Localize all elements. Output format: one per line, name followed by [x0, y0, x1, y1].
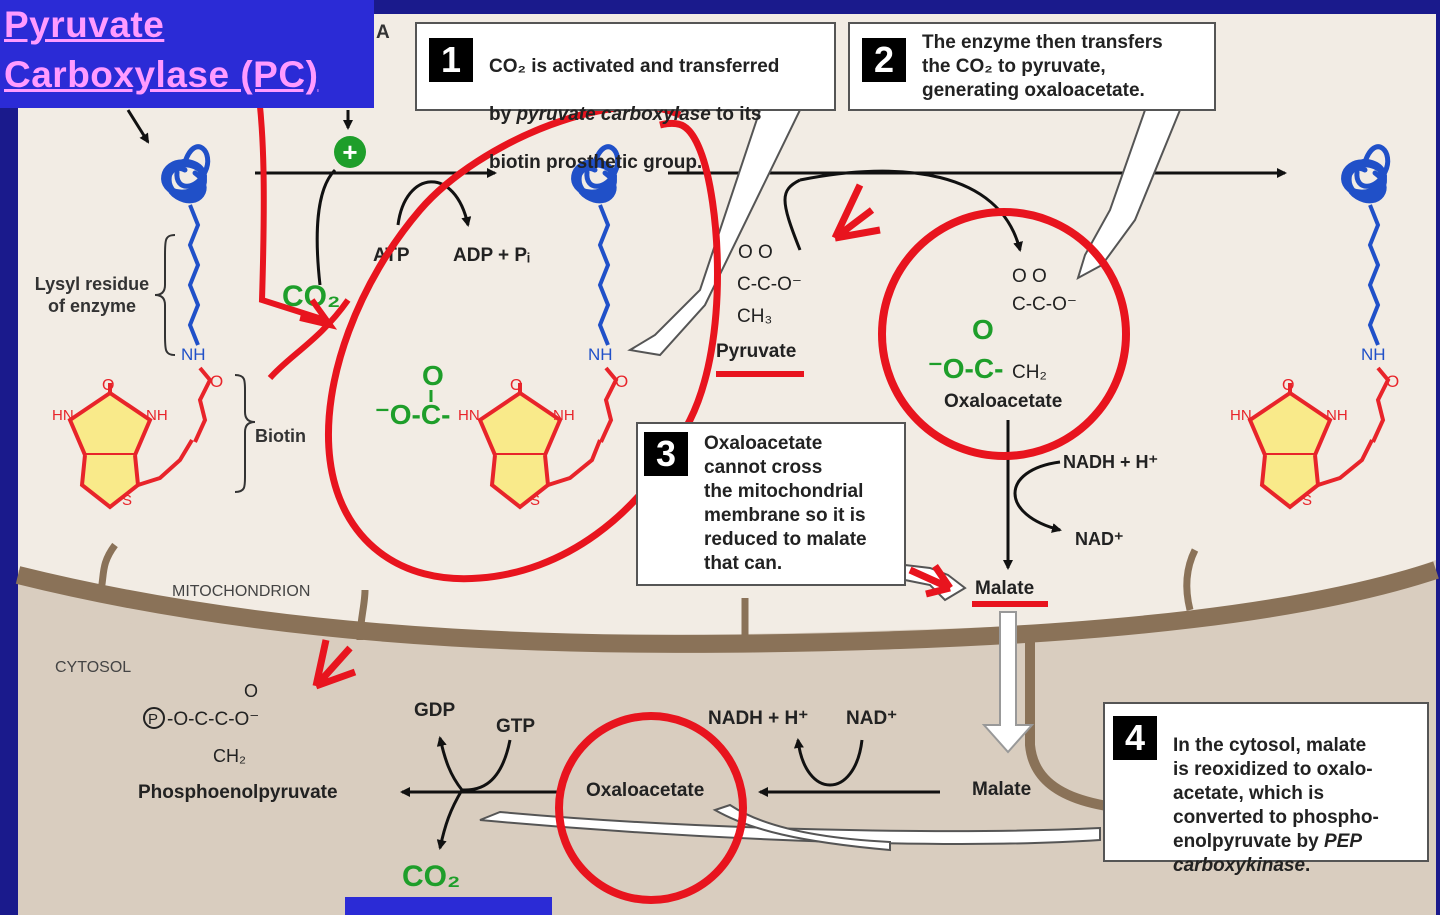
adp-label: ADP + Pᵢ	[453, 245, 530, 266]
mitochondrial-membrane	[15, 561, 1439, 653]
svg-text:O: O	[422, 360, 444, 391]
oxaloacetate-cyto-label: Oxaloacetate	[586, 780, 704, 801]
oxaloacetate-cyto-circle	[555, 712, 747, 904]
co2-bottom-label: CO₂	[402, 860, 460, 893]
crista	[356, 589, 369, 641]
step-3-callout: 3 Oxaloacetate cannot cross the mitochon…	[636, 422, 906, 586]
activator-plus-sign: +	[342, 137, 357, 167]
title-box: Pyruvate Carboxylase (PC) A	[0, 0, 390, 108]
step-2-number: 2	[862, 38, 906, 82]
step-3-number: 3	[644, 432, 688, 476]
svg-text:HN: HN	[458, 407, 480, 424]
svg-text:P: P	[148, 711, 158, 728]
svg-text:C-C-O⁻: C-C-O⁻	[1012, 294, 1077, 315]
svg-text:C-C-O⁻: C-C-O⁻	[737, 274, 802, 295]
svg-text:O: O	[615, 372, 628, 391]
biotin-carboxylation-loop	[324, 103, 721, 583]
svg-text:⁻O-C-: ⁻O-C-	[375, 399, 450, 430]
pyruvate-label: Pyruvate	[716, 341, 796, 362]
svg-text:-O-C-C-O⁻: -O-C-C-O⁻	[167, 709, 259, 730]
nad-cyto-label: NAD⁺	[846, 708, 897, 729]
callout2-pointer	[1076, 109, 1182, 281]
malate-red-arrow-icon	[908, 564, 953, 598]
svg-text:CH₃: CH₃	[737, 306, 772, 327]
svg-text:O: O	[510, 377, 522, 394]
svg-text:CH₂: CH₂	[1012, 362, 1047, 383]
oxaloacetate-mito-circle	[878, 208, 1130, 460]
bottom-bar	[345, 897, 552, 915]
svg-text:NH: NH	[553, 407, 575, 424]
svg-text:O: O	[210, 372, 223, 391]
svg-text:HN: HN	[1230, 407, 1252, 424]
mitochondrion-label: MITOCHONDRION	[172, 583, 310, 600]
crista	[96, 542, 118, 596]
lysyl-chain-3	[1367, 204, 1381, 346]
lysyl-chain-2	[597, 204, 611, 346]
gtp-label: GTP	[496, 716, 535, 737]
nh-label-3: NH	[1361, 345, 1386, 364]
malate-cyto-label: Malate	[972, 779, 1031, 800]
mitochondrial-matrix	[18, 14, 1436, 635]
biotin-label: Biotin	[255, 426, 306, 446]
svg-text:O: O	[1282, 377, 1294, 394]
nh-label-1: NH	[181, 345, 206, 364]
svg-text:NH: NH	[1326, 407, 1348, 424]
malate-transport-arrow	[981, 611, 1035, 754]
gdp-label: GDP	[414, 700, 456, 721]
step-4-callout: 4 In the cytosol, malate is reoxidized t…	[1103, 702, 1429, 876]
cytosol-label: CYTOSOL	[55, 659, 131, 676]
step-3-text: Oxaloacetate cannot cross the mitochondr…	[704, 433, 867, 574]
svg-text:O: O	[244, 681, 258, 701]
nh-label-2: NH	[588, 345, 613, 364]
svg-text:O: O	[972, 314, 994, 345]
step-1-callout: 1 CO₂ is activated and transferred by py…	[415, 22, 836, 173]
step-4-text: In the cytosol, malate is reoxidized to …	[1173, 735, 1379, 876]
svg-text:NH: NH	[146, 407, 168, 424]
partial-label: A	[376, 22, 390, 43]
svg-text:O: O	[1386, 372, 1399, 391]
svg-text:HN: HN	[52, 407, 74, 424]
lysyl-label-line: of enzyme	[48, 296, 136, 316]
lysyl-chain-1	[187, 204, 201, 346]
crista	[1183, 548, 1199, 611]
malate-mito-label: Malate	[975, 578, 1034, 599]
pep-red-arrow-icon	[312, 639, 357, 690]
pyruvate-red-arrow-icon	[831, 183, 881, 242]
svg-text:CH₂: CH₂	[213, 746, 246, 766]
step-2-text: The enzyme then transfers the CO₂ to pyr…	[922, 32, 1163, 101]
step-1-text: CO₂ is activated and transferred by pyru…	[489, 56, 780, 173]
nad-mito-label: NAD⁺	[1075, 529, 1124, 549]
svg-text:S: S	[1302, 492, 1312, 509]
step-2-callout: 2 The enzyme then transfers the CO₂ to p…	[848, 22, 1216, 111]
svg-text:O: O	[102, 377, 114, 394]
svg-text:O O: O O	[738, 242, 773, 263]
step-4-number: 4	[1113, 716, 1157, 760]
activator-plus-icon	[334, 136, 366, 168]
svg-text:S: S	[122, 492, 132, 509]
step-1-number: 1	[429, 38, 473, 82]
nadh-cyto-label: NADH + H⁺	[708, 708, 808, 729]
svg-text:S: S	[530, 492, 540, 509]
svg-text:O O: O O	[1012, 266, 1047, 287]
svg-text:⁻O-C-: ⁻O-C-	[928, 353, 1003, 384]
lysyl-label-line: Lysyl residue	[35, 274, 149, 294]
title-line-2[interactable]: Carboxylase (PC)	[4, 54, 319, 95]
oxaloacetate-mito-label: Oxaloacetate	[944, 391, 1062, 412]
nadh-mito-label: NADH + H⁺	[1063, 452, 1158, 472]
title-line-1[interactable]: Pyruvate	[4, 4, 165, 45]
callout1-pointer	[627, 109, 802, 357]
pep-label: Phosphoenolpyruvate	[138, 782, 338, 803]
callout4-pointer	[479, 810, 1101, 845]
